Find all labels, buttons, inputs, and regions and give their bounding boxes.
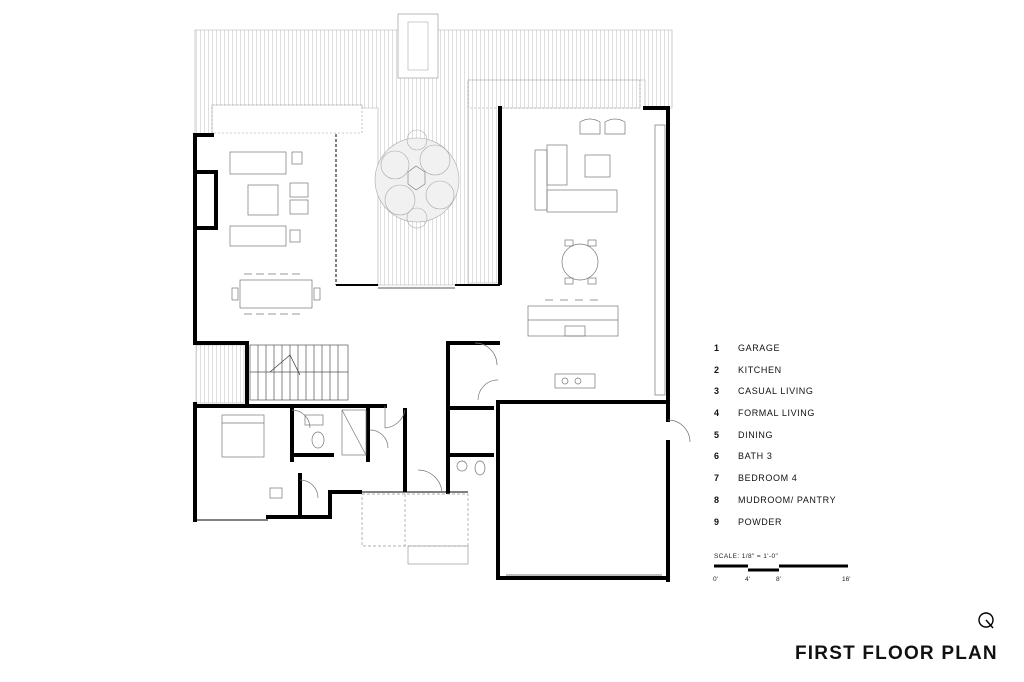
scale-tick-label: 8' [776, 576, 781, 583]
legend-number: 3 [714, 386, 720, 397]
legend-number: 4 [714, 408, 720, 419]
legend-number: 2 [714, 364, 720, 375]
bedroom-furniture [221, 414, 283, 499]
legend-item: 9 POWDER [714, 517, 874, 539]
scale-tick-label: 4' [745, 576, 750, 583]
legend-item: 1 GARAGE [714, 343, 874, 365]
stair [249, 344, 349, 401]
legend-item: 7 BEDROOM 4 [714, 473, 874, 495]
legend-number: 8 [714, 494, 720, 505]
legend-item: 4 FORMAL LIVING [714, 408, 874, 430]
legend-number: 9 [714, 516, 720, 527]
legend-item: 3 CASUAL LIVING [714, 386, 874, 408]
legend-item: 2 KITCHEN [714, 365, 874, 387]
room-legend: 1 GARAGE 2 KITCHEN 3 CASUAL LIVING 4 FORMAL … [714, 343, 874, 538]
legend-label: KITCHEN [738, 364, 782, 375]
scale-tick-label: 0' [713, 576, 718, 583]
legend-number: 7 [714, 473, 720, 484]
scale-tick-label: 16' [842, 576, 851, 583]
walls [193, 106, 670, 582]
scale-bar [714, 564, 848, 572]
courtyard-tree-icon [374, 129, 460, 229]
legend-number: 5 [714, 429, 720, 440]
legend-label: MUDROOM/ PANTRY [738, 494, 837, 505]
north-arrow-icon [978, 612, 994, 629]
formal-living-furniture [229, 151, 309, 247]
legend-item: 8 MUDROOM/ PANTRY [714, 495, 874, 517]
legend-label: GARAGE [738, 343, 781, 353]
legend-label: DINING [738, 429, 774, 440]
dining-table [231, 273, 321, 315]
legend-label: BEDROOM 4 [738, 473, 798, 484]
bath-fixtures [304, 409, 486, 476]
legend-label: FORMAL LIVING [738, 408, 815, 419]
legend-label: CASUAL LIVING [738, 386, 814, 397]
legend-number: 1 [714, 343, 720, 353]
legend-label: POWDER [738, 516, 783, 527]
legend-number: 6 [714, 451, 720, 462]
legend-item: 6 BATH 3 [714, 451, 874, 473]
front-porch [361, 493, 469, 565]
door-swings [291, 342, 691, 499]
scale-title: SCALE: 1/8" = 1'-0" [714, 553, 779, 560]
legend-item: 5 DINING [714, 430, 874, 452]
plan-title: FIRST FLOOR PLAN [795, 643, 998, 664]
casual-living-kitchen-furniture [527, 118, 666, 396]
legend-label: BATH 3 [738, 451, 773, 462]
